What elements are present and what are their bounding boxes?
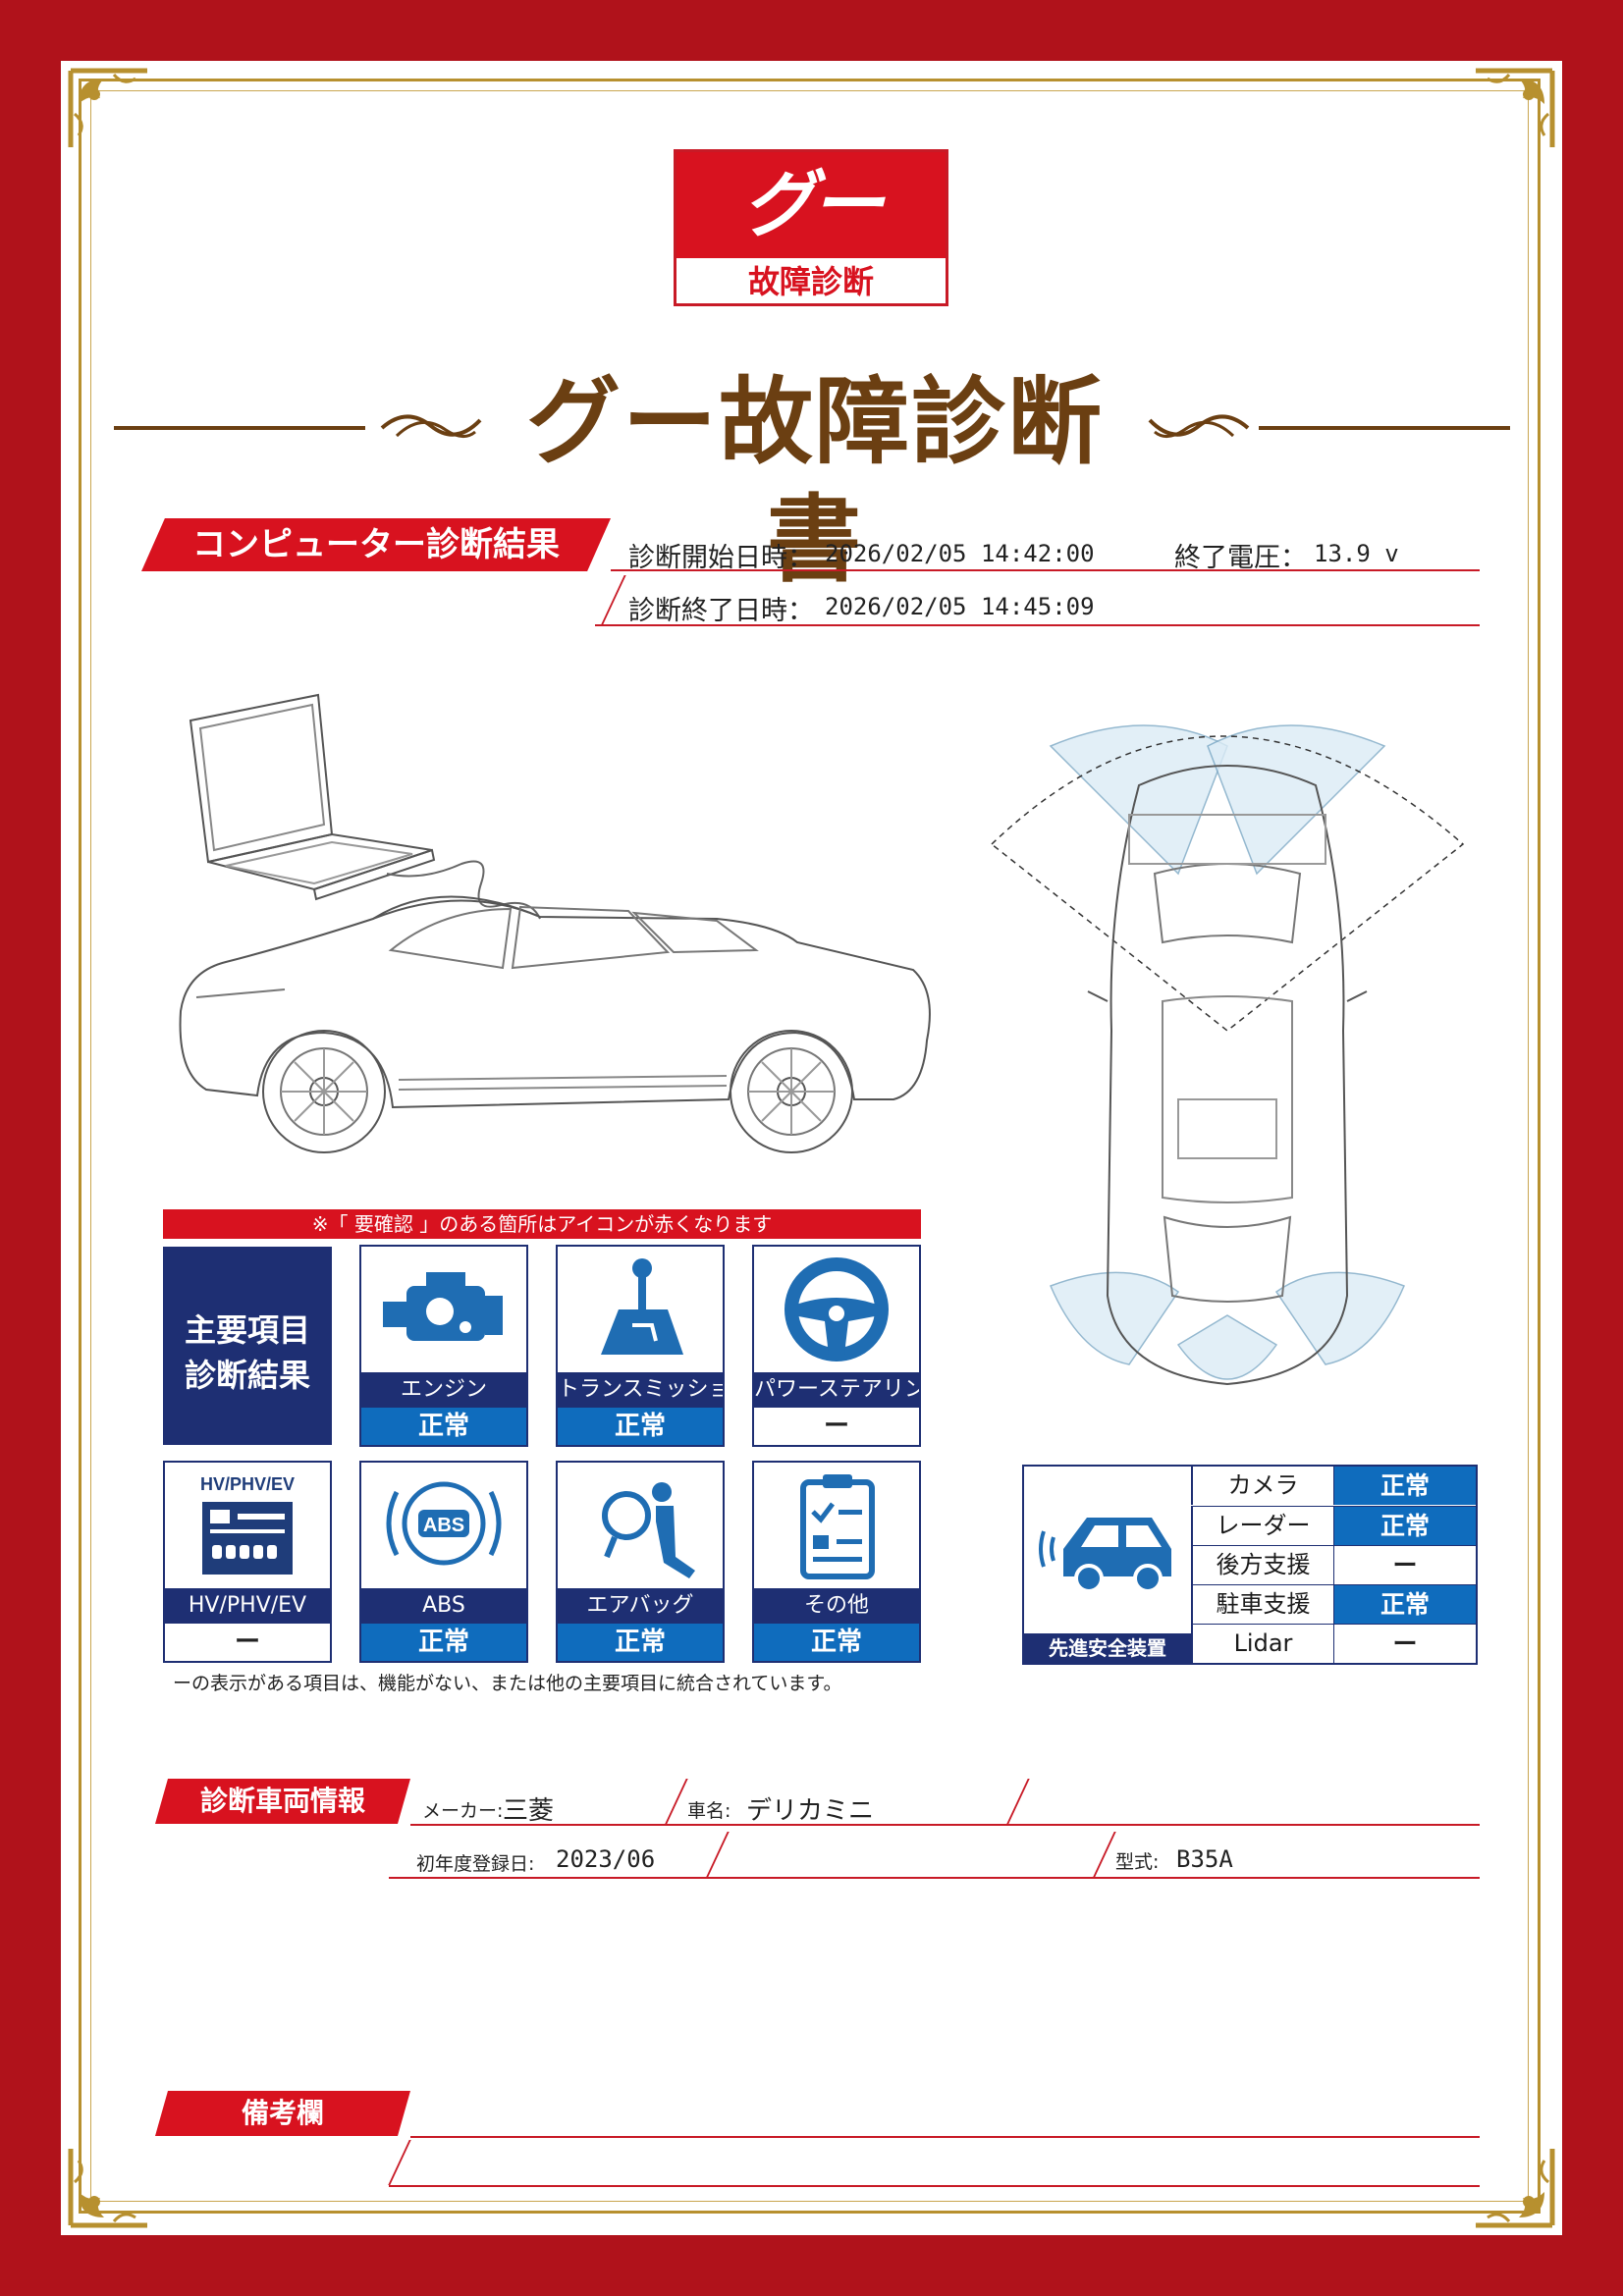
diagnosis-end-label: 診断終了日時： (628, 596, 814, 626)
flourish-right-icon (1148, 414, 1250, 438)
safety-row-parking-assist: 駐車支援 正常 (1191, 1584, 1476, 1624)
computer-diagnosis-heading: コンピューター診断結果 (141, 518, 611, 571)
safety-value: ー (1334, 1546, 1476, 1584)
item-status: ー (165, 1624, 330, 1661)
safety-row-lidar: Lidar ー (1191, 1624, 1476, 1663)
car-sensor-icon (1039, 1518, 1171, 1593)
gold-inner-border (90, 90, 1529, 2202)
diagnosis-start-label: 診断開始日時： (628, 543, 814, 573)
goo-logo: グー 故障診断 (674, 149, 948, 306)
diagnosis-start-value: 2026/02/05 14:42:00 (825, 540, 1095, 567)
corner-ornament-icon (68, 2149, 147, 2228)
corner-ornament-icon (1476, 2149, 1555, 2228)
logo-mark: グー (676, 152, 946, 258)
vehicle-rule-1 (410, 1824, 1480, 1826)
safety-name: Lidar (1191, 1625, 1334, 1663)
remarks-heading: 備考欄 (155, 2091, 410, 2136)
title-rule-left (114, 426, 365, 430)
safety-name: 後方支援 (1191, 1546, 1334, 1584)
item-status: 正常 (361, 1408, 526, 1445)
remarks-rule-1 (410, 2136, 1480, 2138)
safety-name: レーダー (1191, 1507, 1334, 1545)
footnote: ーの表示がある項目は、機能がない、または他の主要項目に統合されています。 (173, 1673, 842, 1694)
engine-icon (383, 1272, 503, 1341)
item-status: 正常 (754, 1624, 919, 1661)
diagnosis-end-rule (595, 624, 1480, 626)
diagnosis-end-value: 2026/02/05 14:45:09 (825, 593, 1095, 620)
corner-ornament-icon (68, 68, 147, 147)
car-side-illustration (179, 693, 931, 1153)
diagnosis-start-rule (611, 569, 1480, 571)
car-top-view-illustration (990, 724, 1465, 1386)
item-card-transmission: トランスミッション 正常 (556, 1245, 725, 1447)
clipboard-icon (800, 1474, 875, 1579)
page-title: グー故障診断書 (526, 367, 1104, 595)
model-value: B35A (1176, 1845, 1233, 1873)
car-name-label: 車名: (687, 1800, 731, 1822)
page-background (61, 61, 1562, 2235)
item-card-abs: ABS ABS 正常 (359, 1461, 528, 1663)
item-label: パワーステアリング (754, 1372, 919, 1408)
steering-wheel-icon (784, 1257, 889, 1362)
safety-value: 正常 (1334, 1507, 1476, 1545)
safety-heading: 先進安全装置 (1024, 1633, 1191, 1663)
remarks-rule-2 (389, 2185, 1480, 2187)
safety-row-camera: カメラ 正常 (1191, 1467, 1476, 1506)
item-card-power-steering: パワーステアリング ー (752, 1245, 921, 1447)
maker-label: メーカー: (422, 1800, 504, 1822)
car-name-value: デリカミニ (746, 1796, 875, 1826)
logo-caption: 故障診断 (747, 263, 874, 300)
item-card-hybrid: HV/PHV/EV HV/PHV/EV ー (163, 1461, 332, 1663)
safety-name: カメラ (1191, 1467, 1334, 1505)
item-status: 正常 (558, 1408, 723, 1445)
safety-equipment-table: 先進安全装置 カメラ 正常 レーダー 正常 後方支援 ー 駐車支援 正常 Lid… (1022, 1465, 1478, 1665)
item-label: エンジン (361, 1372, 526, 1408)
item-card-airbag: エアバッグ 正常 (556, 1461, 725, 1663)
notice-banner: ※「 要確認 」のある箇所はアイコンが赤くなります (163, 1209, 921, 1239)
abs-icon: ABS (386, 1481, 502, 1566)
safety-value: 正常 (1334, 1467, 1476, 1505)
item-label: エアバッグ (558, 1588, 723, 1624)
item-status: 正常 (361, 1624, 526, 1661)
gold-border (79, 79, 1541, 2214)
registration-value: 2023/06 (556, 1845, 656, 1873)
item-label: ABS (361, 1588, 526, 1624)
corner-ornament-icon (1476, 68, 1555, 147)
abs-badge-text: ABS (423, 1515, 464, 1536)
item-status: ー (754, 1408, 919, 1445)
hybrid-badge-text: HV/PHV/EV (200, 1474, 295, 1494)
item-label: トランスミッション (558, 1372, 723, 1408)
item-status: 正常 (558, 1624, 723, 1661)
main-items-heading: 主要項目 診断結果 (163, 1247, 332, 1445)
safety-row-radar: レーダー 正常 (1191, 1506, 1476, 1545)
safety-name: 駐車支援 (1191, 1585, 1334, 1624)
registration-label: 初年度登録日: (416, 1853, 535, 1875)
item-label: HV/PHV/EV (165, 1588, 330, 1624)
safety-value: 正常 (1334, 1585, 1476, 1624)
item-card-other: その他 正常 (752, 1461, 921, 1663)
safety-value: ー (1334, 1625, 1476, 1663)
item-card-engine: エンジン 正常 (359, 1245, 528, 1447)
item-label: その他 (754, 1588, 919, 1624)
title-rule-right (1259, 426, 1510, 430)
hybrid-ev-icon: HV/PHV/EV (200, 1474, 295, 1575)
flourish-left-icon (380, 414, 482, 438)
vehicle-rule-2 (389, 1877, 1480, 1879)
safety-row-rear-assist: 後方支援 ー (1191, 1545, 1476, 1584)
maker-value: 三菱 (503, 1796, 555, 1826)
main-items-heading-line1: 主要項目 (184, 1311, 310, 1349)
gear-shift-icon (601, 1258, 683, 1355)
airbag-icon (602, 1482, 695, 1578)
end-voltage-value: 13.9 v (1314, 540, 1399, 567)
model-label: 型式: (1115, 1851, 1160, 1873)
main-items-heading-line2: 診断結果 (184, 1357, 310, 1394)
end-voltage-label: 終了電圧： (1174, 543, 1307, 573)
vehicle-info-heading: 診断車両情報 (155, 1779, 410, 1824)
